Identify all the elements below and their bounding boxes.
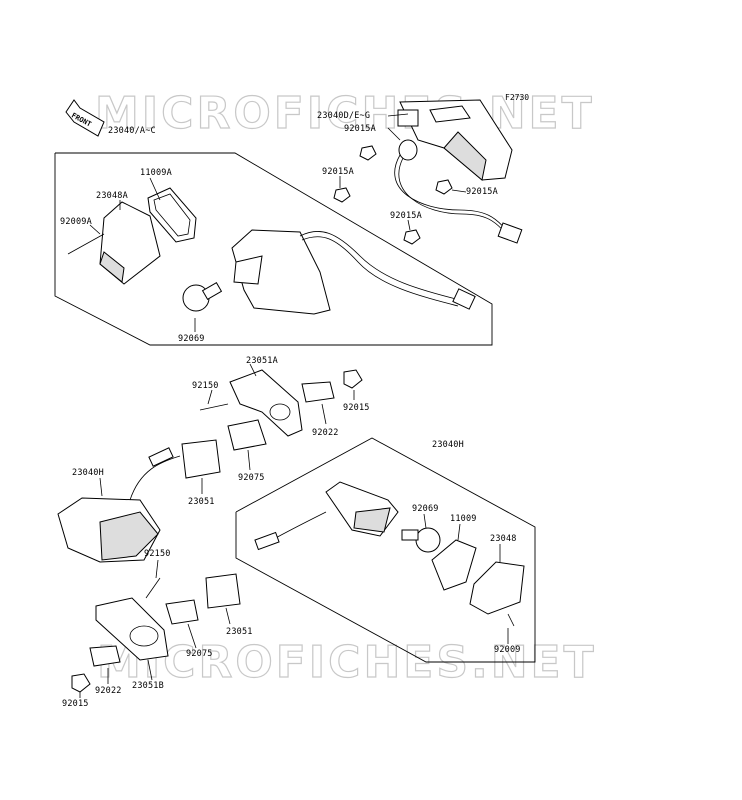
- label-92069-bottom: 92069: [412, 504, 439, 514]
- nut-icon: [435, 179, 453, 195]
- turn-signal-left: [57, 447, 181, 563]
- label-11009a: 11009A: [140, 168, 172, 178]
- label-23051-bottom: 23051: [226, 627, 253, 637]
- label-92015a-3: 92015A: [322, 167, 354, 177]
- label-92015-mid: 92015: [343, 403, 370, 413]
- watermark-bottom: MICROFICHES.NET: [97, 637, 597, 688]
- gasket-11009: [431, 539, 477, 591]
- washer-92022: [301, 381, 335, 403]
- grommet-23051: [181, 439, 221, 479]
- label-92075-mid: 92075: [238, 473, 265, 483]
- label-11009: 11009: [450, 514, 477, 524]
- label-92150-bottom: 92150: [144, 549, 171, 559]
- label-92075-bottom: 92075: [186, 649, 213, 659]
- bolt-icon: [199, 403, 229, 411]
- label-92015a-4: 92015A: [390, 211, 422, 221]
- lens-23048: [469, 561, 525, 615]
- washer-92022-bottom: [89, 645, 121, 667]
- screw-icon: [67, 233, 105, 255]
- label-23051a: 23051A: [246, 356, 278, 366]
- label-92150-top: 92150: [192, 381, 219, 391]
- watermark-top: MICROFICHES.NET: [95, 88, 595, 139]
- lens-23048a: [99, 201, 161, 285]
- label-92015a-2: 92015A: [466, 187, 498, 197]
- turn-signal-top-right: [394, 99, 523, 244]
- bulb-92069-top: [182, 281, 223, 312]
- label-23051b: 23051B: [132, 681, 164, 691]
- nut-icon: [71, 673, 91, 693]
- leader-lines: [79, 113, 509, 698]
- damper-92075: [227, 419, 267, 451]
- bracket-23051a: [229, 369, 303, 437]
- label-23040h-right: 23040H: [432, 440, 464, 450]
- nut-icon: [403, 229, 421, 245]
- label-23048a: 23048A: [96, 191, 128, 201]
- lower-assembly-frame: [235, 437, 536, 663]
- turn-signal-top-left: [231, 229, 476, 315]
- label-23040-a-c: 23040/A~C: [108, 126, 156, 136]
- label-92022-bottom: 92022: [95, 686, 122, 696]
- nut-icon: [333, 187, 351, 203]
- gasket-11009a: [147, 187, 197, 243]
- label-92069-top: 92069: [178, 334, 205, 344]
- screw-icon: [507, 613, 515, 627]
- bracket-23051b: [95, 597, 169, 661]
- damper-92075-bottom: [165, 599, 199, 625]
- label-23048: 23048: [490, 534, 517, 544]
- label-92015-bottom: 92015: [62, 699, 89, 709]
- label-23040h-left: 23040H: [72, 468, 104, 478]
- turn-signal-right: [254, 481, 399, 551]
- label-92009a: 92009A: [60, 217, 92, 227]
- bulb-92069-bottom: [401, 527, 441, 553]
- ref-code: F2730: [505, 93, 529, 102]
- upper-assembly-frame: [54, 152, 493, 346]
- nut-icon: [343, 369, 363, 389]
- label-23051-mid: 23051: [188, 497, 215, 507]
- label-92009: 92009: [494, 645, 521, 655]
- label-23040d-e-g: 23040D/E~G: [317, 111, 370, 121]
- grommet-23051-bottom: [205, 573, 241, 609]
- nut-icon: [359, 145, 377, 161]
- bolt-icon: [145, 577, 161, 599]
- label-92022-mid: 92022: [312, 428, 339, 438]
- label-92015a-1: 92015A: [344, 124, 376, 134]
